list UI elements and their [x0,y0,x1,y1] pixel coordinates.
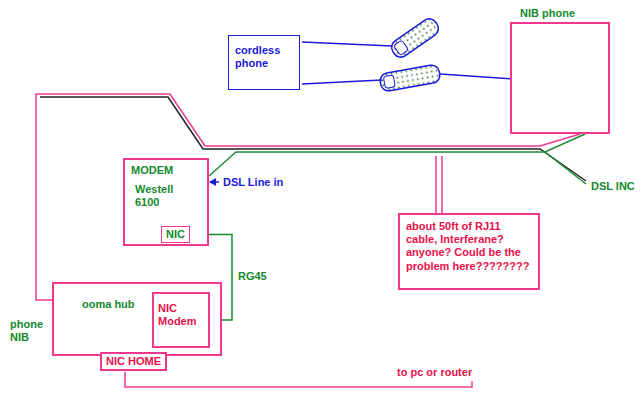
phone-box: cordless phone [228,35,300,90]
nic-modem-port: NIC Modem [152,292,210,348]
box-label: MODEM [131,164,189,177]
corded-handset [379,64,441,92]
pointer-arrow [210,181,219,183]
nic-home-port: NIC HOME [100,352,167,371]
nib-box: NIB phone [510,22,610,134]
modem-box: MODEM Westell 6100NIC [123,158,209,246]
cable-label: RG45 [237,270,268,283]
box-label: ooma hub [82,298,142,311]
box-label: NIC Modem [158,302,204,328]
callout-leader [436,156,442,213]
box-sublabel: Westell 6100 [131,183,189,209]
ooma-hub-box: ooma hubphone NIBNIC ModemNIC HOME [52,282,222,356]
signal-label: DSL Line in [222,176,284,189]
cordless-handset [389,16,442,61]
box-sublabel: phone NIB [10,318,50,344]
box-label: about 50ft of RJ11 cable, Interferane? a… [406,220,532,273]
cable-connector [209,134,585,176]
callout-box: about 50ft of RJ11 cable, Interferane? a… [398,213,540,290]
nic-port: NIC [161,226,190,243]
cable-connector [36,94,580,300]
box-label: NIB phone [520,7,575,20]
box-label: NIC [166,228,185,241]
box-label: NIC HOME [106,355,161,368]
destination-label: to pc or router [396,366,473,379]
phone-wire [302,42,392,46]
phone-wire [302,80,382,84]
cable-strand [545,152,586,184]
cable-strand [40,97,586,181]
signal-label: DSL INC [590,180,636,193]
box-label: cordless phone [235,44,293,70]
